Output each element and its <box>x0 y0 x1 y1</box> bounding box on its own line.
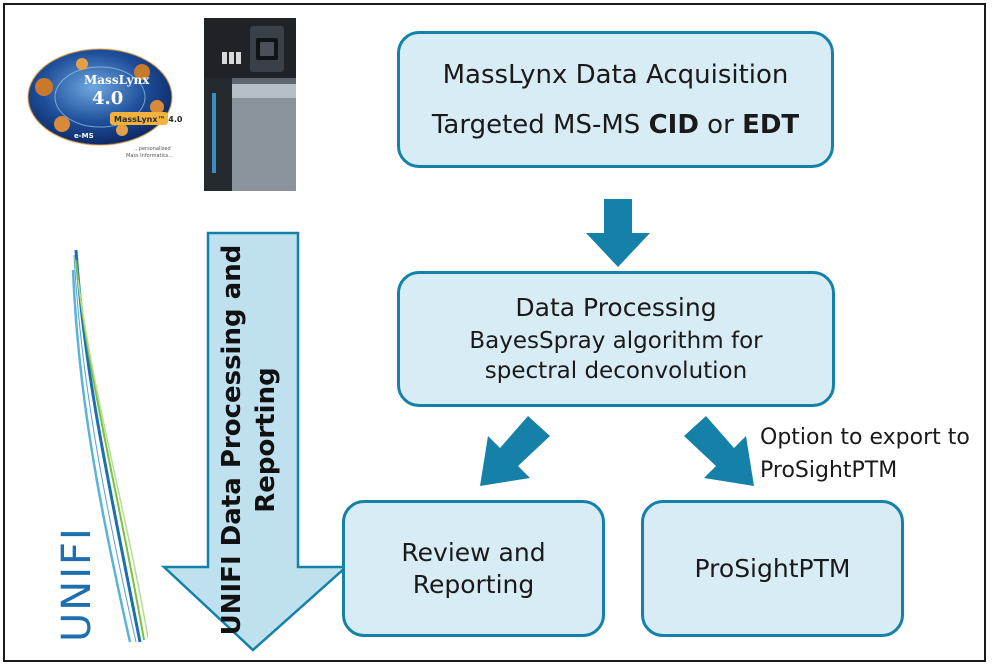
arrow-down-left-to-review <box>480 416 550 486</box>
masslynx-tagline-2: Mass Informatics... <box>126 153 173 159</box>
unifi-logo: UNIFI <box>54 250 148 643</box>
processing-box: Data Processing BayesSpray algorithm for… <box>397 271 835 407</box>
export-note-line-2: to ProSightPTM <box>760 425 970 483</box>
review-reporting-box: Review and Reporting <box>342 500 605 637</box>
ems-logo-text: e-MS <box>74 132 94 140</box>
export-option-note: Option to export to ProSightPTM <box>760 421 985 487</box>
review-line-2: Reporting <box>412 569 535 599</box>
masslynx-logo-version: 4.0 <box>92 88 123 109</box>
acquisition-box: MassLynx Data Acquisition Targeted MS-MS… <box>397 31 834 168</box>
masslynx-tagline-1: ...personalized <box>134 146 171 152</box>
unifi-logo-text: UNIFI <box>54 526 100 642</box>
review-line-1: Review and <box>401 537 546 567</box>
processing-line-3: spectral deconvolution <box>484 357 748 384</box>
masslynx-logo-badge: MassLynx™ 4.0 <box>114 115 182 124</box>
prosight-label: ProSightPTM <box>694 554 851 583</box>
masslynx-logo-word: MassLynx <box>84 73 150 87</box>
acquisition-title: MassLynx Data Acquisition <box>442 59 789 90</box>
mass-spectrometer-image <box>204 18 296 191</box>
export-note-line-1: Option to export <box>760 425 941 450</box>
edt-label: EDT <box>742 109 800 140</box>
cid-label: CID <box>648 109 699 140</box>
processing-title: Data Processing <box>515 292 717 322</box>
diagram-frame <box>3 3 986 662</box>
unifi-side-arrow <box>160 231 350 652</box>
arrow-down-right-to-prosight <box>684 416 754 486</box>
prosight-box: ProSightPTM <box>641 500 904 637</box>
masslynx-logo: MassLynx 4.0 MassLynx™ 4.0 e-MS ...perso… <box>27 48 182 159</box>
unifi-side-arrow-line-1: UNIFI Data Processing <box>217 308 247 636</box>
processing-line-2: BayesSpray algorithm for <box>469 327 763 354</box>
unifi-side-arrow-label: UNIFI Data Processing and Reporting <box>215 240 285 640</box>
acquisition-subtitle: Targeted MS-MS CID or EDT <box>431 109 800 140</box>
arrow-down-acquisition-to-processing <box>586 199 650 267</box>
